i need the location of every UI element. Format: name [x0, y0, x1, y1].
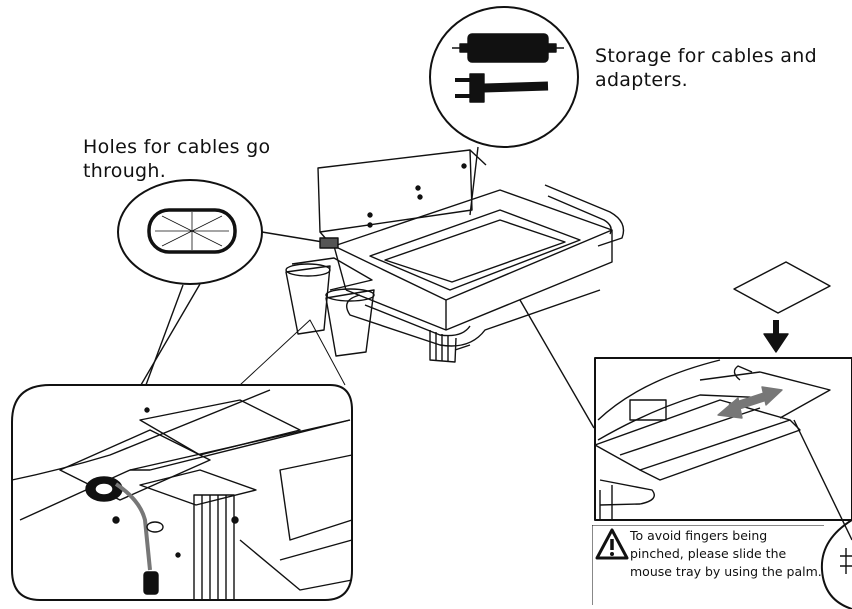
holes-label: Holes for cables go through. — [83, 136, 271, 182]
warning-triangle-icon — [595, 528, 629, 560]
warning-text: To avoid fingers being pinched, please s… — [630, 528, 822, 579]
plug-icon — [455, 73, 549, 103]
storage-callout — [429, 6, 579, 148]
cable-hole-detail-inset — [11, 384, 353, 601]
warning-box: To avoid fingers being pinched, please s… — [592, 525, 824, 605]
cart-body — [317, 149, 625, 363]
mouse-pad — [733, 261, 831, 314]
down-arrow-icon — [763, 320, 789, 353]
mouse-tray-inset — [594, 357, 852, 521]
storage-label: Storage for cables and adapters. — [595, 45, 817, 91]
adapter-icon — [452, 33, 564, 63]
cup-holders — [285, 257, 375, 357]
cable-hole-callout — [117, 179, 263, 285]
slide-arrow-icon — [717, 386, 783, 419]
warning-box-border — [592, 525, 824, 605]
